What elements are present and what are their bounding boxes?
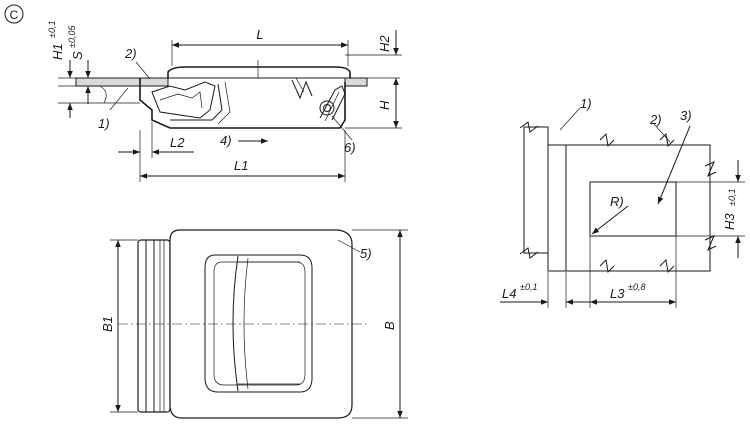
cutout-frame — [565, 144, 711, 272]
grip-recess — [204, 254, 313, 393]
callout-6: 6) — [344, 140, 356, 155]
dim-S-tol: ±0,05 — [67, 25, 77, 48]
cutout-callout-2: 2) — [649, 112, 662, 127]
dim-H1-tol: ±0,1 — [47, 21, 57, 38]
callout-4: 4) — [220, 133, 232, 148]
dim-B1: B1 — [100, 316, 115, 332]
view-marker: C — [4, 4, 24, 24]
dim-L1: L1 — [234, 158, 248, 173]
dim-L3-tol: ±0,8 — [628, 282, 645, 292]
cutout-view: 1) 2) 3) R) H3 ±0,1 L4 ±0,1 L3 ±0,8 — [500, 96, 745, 308]
cutout-opening — [589, 181, 677, 237]
cutout-callout-3: 3) — [680, 108, 692, 123]
dim-H3-tol: ±0,1 — [727, 189, 737, 206]
panel-plate — [75, 77, 169, 87]
dim-L: L — [256, 27, 263, 42]
latch-lid — [167, 66, 351, 78]
dim-L2: L2 — [170, 135, 185, 150]
view-marker-text: C — [10, 8, 19, 22]
dim-R: R) — [610, 194, 624, 209]
dim-H2: H2 — [377, 35, 392, 52]
dim-L4-tol: ±0,1 — [520, 282, 537, 292]
dim-L3: L3 — [610, 286, 625, 301]
latch-cap — [169, 229, 353, 419]
top-view: 5) B1 B — [100, 229, 408, 419]
spring-pivot — [319, 100, 335, 116]
callout-2: 2) — [124, 46, 137, 61]
dim-H: H — [377, 100, 392, 110]
side-view: L H2 H H1 ±0,1 S ±0,05 1) 2) L2 — [47, 21, 402, 182]
dim-S: S — [70, 51, 85, 60]
dim-B: B — [382, 321, 397, 330]
dim-H3: H3 — [722, 213, 737, 230]
callout-5: 5) — [360, 246, 372, 261]
dim-H1: H1 — [50, 43, 65, 60]
callout-1: 1) — [98, 116, 110, 131]
panel-plate-right — [344, 77, 368, 87]
latch-body — [139, 78, 346, 129]
dim-L4: L4 — [502, 286, 516, 301]
cutout-callout-1: 1) — [580, 96, 592, 111]
